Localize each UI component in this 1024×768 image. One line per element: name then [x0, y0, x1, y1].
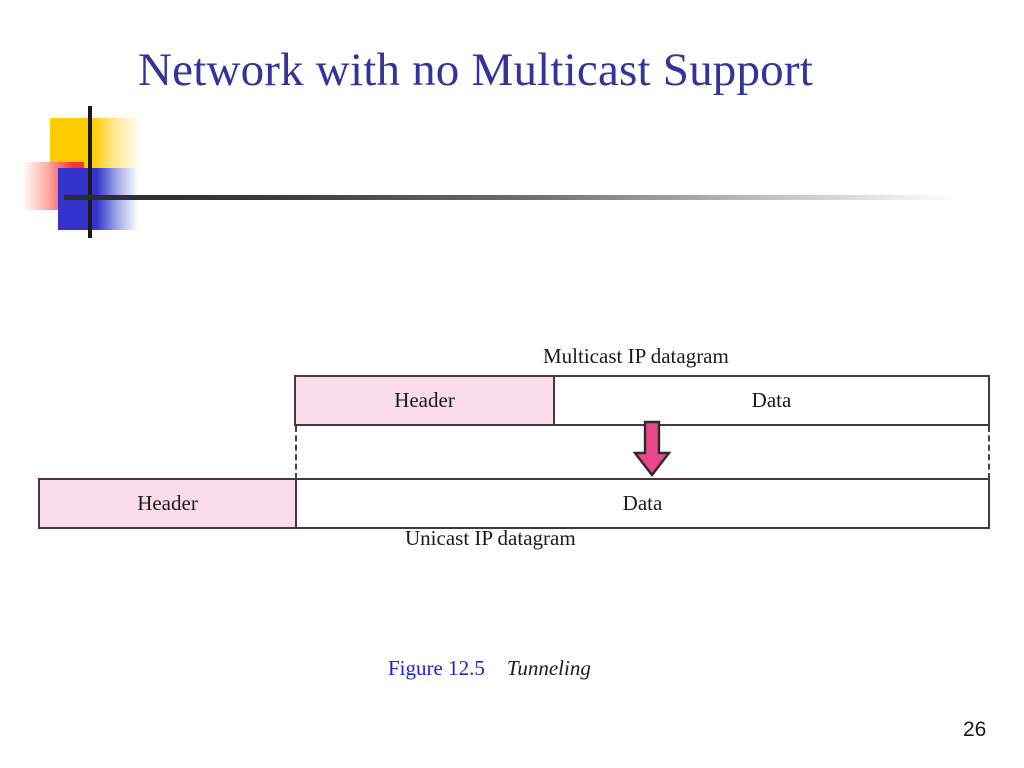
tunneling-diagram: Multicast IP datagram Header Data Header… [0, 330, 1024, 570]
unicast-datagram-label: Unicast IP datagram [405, 526, 576, 550]
multicast-header-cell: Header [296, 377, 555, 424]
dashed-connector-left [295, 426, 297, 479]
figure-number: Figure 12.5 [388, 656, 485, 680]
encapsulation-arrow-icon [632, 420, 672, 477]
figure-title: Tunneling [506, 656, 591, 680]
multicast-header-label: Header [394, 388, 455, 412]
title-block: Network with no Multicast Support [138, 36, 928, 106]
multicast-data-label: Data [751, 388, 792, 412]
unicast-header-label: Header [137, 491, 198, 515]
page-title: Network with no Multicast Support [138, 44, 813, 96]
unicast-data-cell: Data [297, 480, 988, 527]
multicast-datagram-row: Header Data [294, 375, 990, 426]
page-number: 26 [963, 718, 987, 741]
title-underline-rule [64, 195, 960, 200]
unicast-header-cell: Header [40, 480, 297, 527]
multicast-datagram-label: Multicast IP datagram [543, 344, 729, 368]
logo-vertical-line [88, 106, 92, 238]
unicast-data-label: Data [622, 491, 663, 515]
decorative-squares-logo [0, 100, 200, 245]
figure-caption: Figure 12.5 Tunneling [388, 656, 591, 681]
unicast-datagram-row: Header Data [38, 478, 990, 529]
multicast-data-cell: Data [555, 377, 988, 424]
dashed-connector-right [988, 426, 990, 479]
